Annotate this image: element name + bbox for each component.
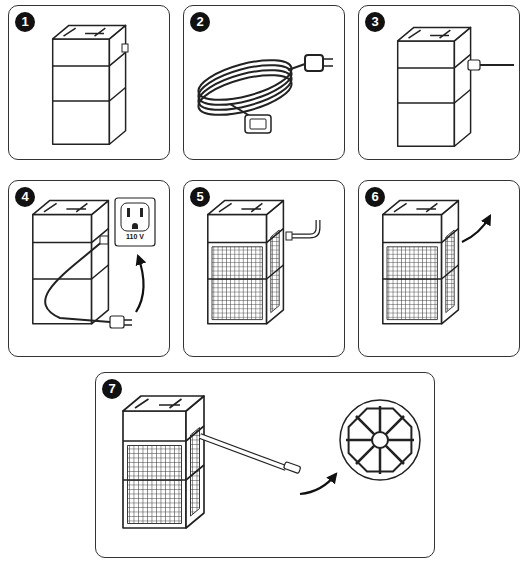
step-number: 3 (365, 12, 385, 32)
step-number: 7 (102, 379, 122, 399)
step-panel: 6 (358, 180, 520, 357)
step-panel: 2 (183, 5, 345, 160)
voltage-label: 110 V (115, 233, 155, 240)
step-number: 6 (365, 187, 385, 207)
appliance-plugged (398, 27, 514, 146)
step-number: 5 (190, 187, 210, 207)
step-panel: 1 (8, 5, 170, 160)
step-number: 1 (15, 12, 35, 32)
appliance-hose-filter (123, 396, 420, 528)
step-panel: 7 (95, 372, 435, 558)
step-panel: 4 (8, 180, 170, 357)
appliance (53, 25, 128, 144)
step-panel: 5 (183, 180, 345, 357)
power-cord (194, 52, 333, 133)
step-number: 2 (190, 12, 210, 32)
step-number: 4 (15, 187, 35, 207)
appliance-remove (383, 201, 490, 324)
appliance-to-outlet (33, 198, 155, 328)
step-panel: 3 (358, 5, 520, 160)
appliance-fitting (208, 201, 318, 324)
